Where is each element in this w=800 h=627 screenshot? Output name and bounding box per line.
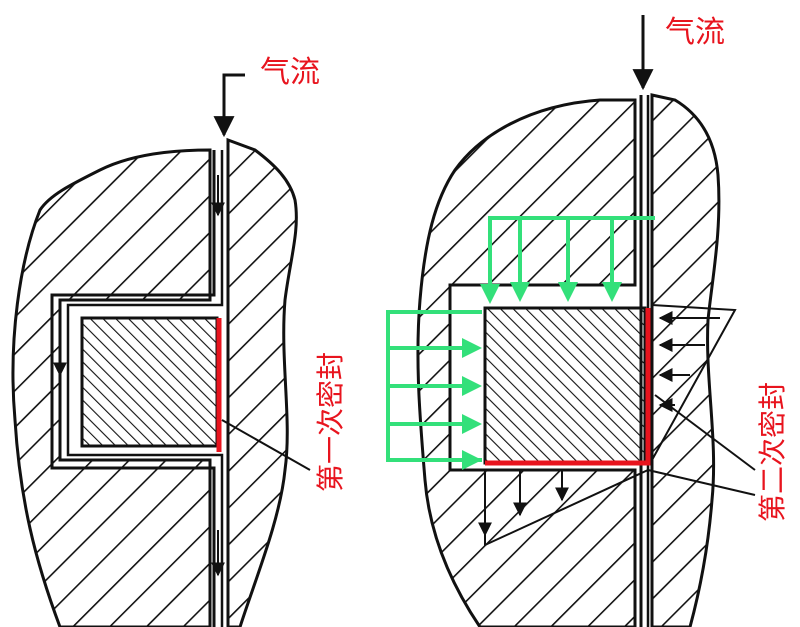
right-airflow-label: 气流 [665, 15, 725, 50]
right-figure [386, 15, 756, 627]
left-airflow-label: 气流 [260, 55, 320, 90]
first-seal-label: 第一次密封 [314, 352, 347, 492]
second-seal-line [485, 308, 651, 466]
left-shaft [226, 137, 298, 627]
left-gap-channel [50, 150, 216, 627]
second-seal-label: 第二次密封 [756, 382, 789, 522]
right-housing [416, 98, 637, 627]
right-shaft [650, 93, 721, 627]
top-pressure-arrows [480, 216, 655, 304]
left-figure [11, 73, 311, 627]
left-seal-ring [80, 316, 219, 448]
first-seal-leader [221, 419, 311, 471]
right-seal-ring [483, 306, 647, 465]
left-airflow-arrow [213, 73, 245, 138]
left-housing [11, 148, 212, 627]
left-pressure-arrows [386, 310, 482, 470]
